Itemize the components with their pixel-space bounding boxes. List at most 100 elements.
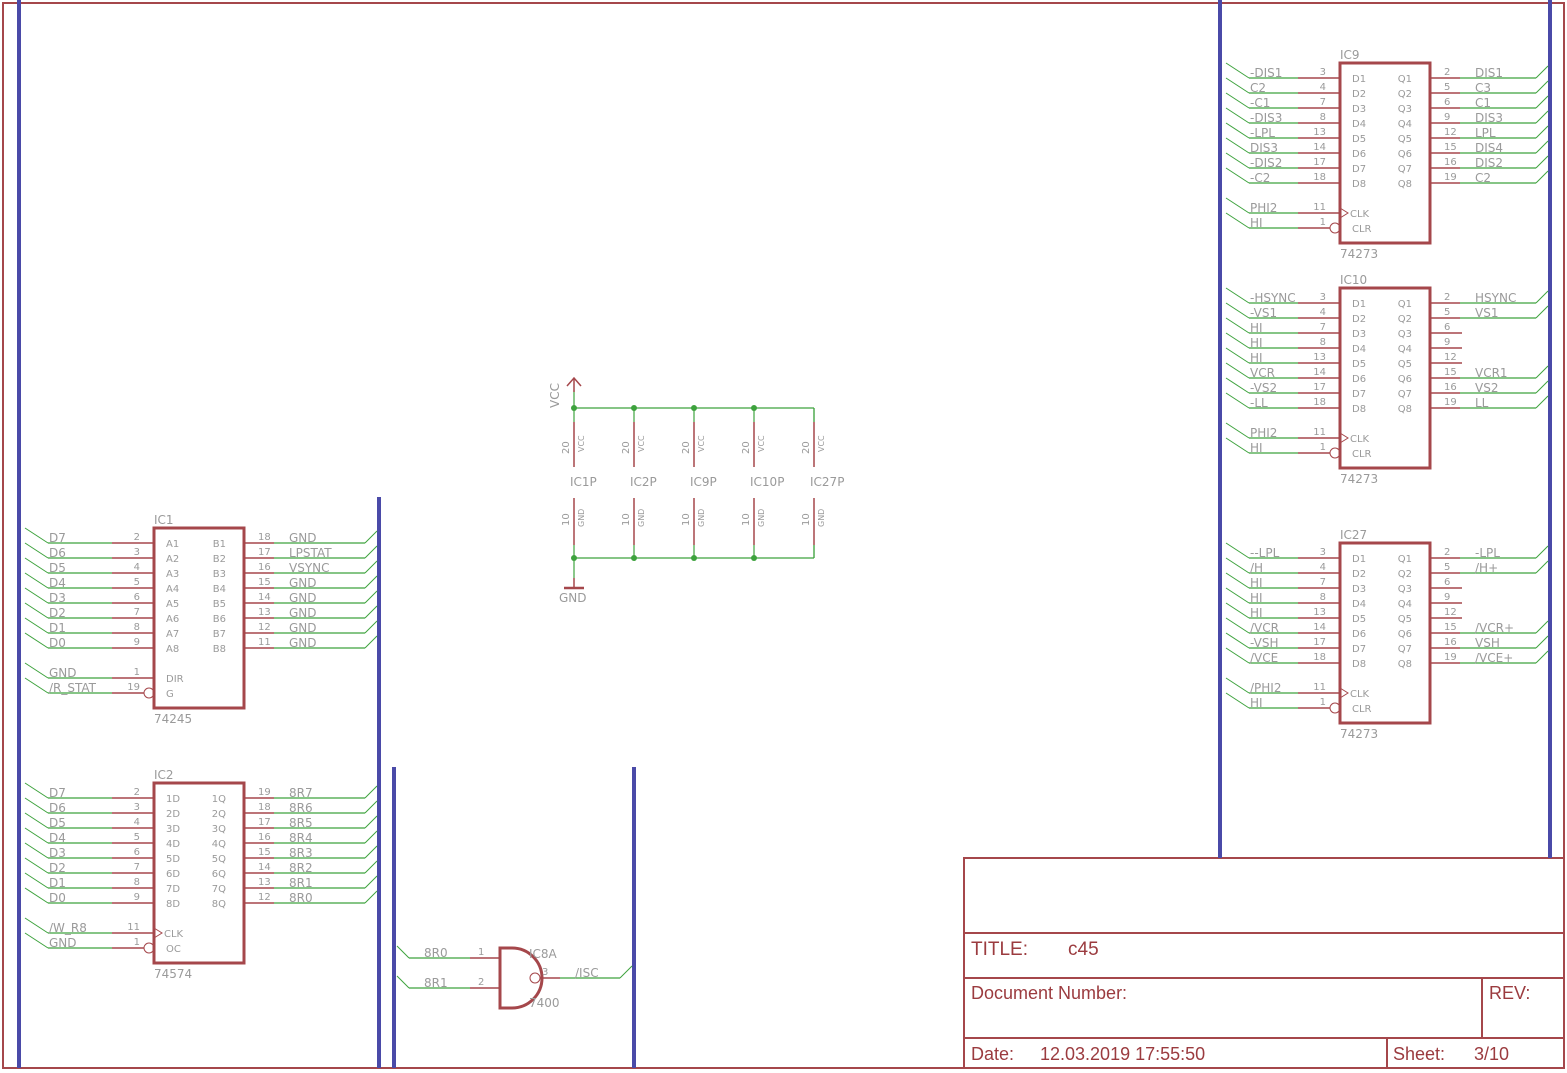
- bus-entry: [24, 677, 49, 694]
- pin-label: Q3: [1398, 104, 1412, 115]
- pin-label: Q2: [1398, 569, 1412, 580]
- chip-name: IC2: [154, 768, 174, 782]
- pin-label: B5: [213, 599, 226, 610]
- rev-label: REV:: [1489, 983, 1530, 1003]
- net-label: D1: [49, 876, 66, 890]
- net-label: 8R0: [424, 946, 448, 960]
- pin-number: 18: [258, 802, 271, 813]
- pin-label: Q5: [1398, 614, 1412, 625]
- net-label: /H: [1250, 561, 1263, 575]
- pin-number: 15: [258, 847, 271, 858]
- bus-entry: [364, 545, 378, 559]
- bus-entry: [1535, 95, 1549, 109]
- pin-label: Q6: [1398, 149, 1412, 160]
- pin-number: 18: [258, 532, 271, 543]
- pin-label: CLK: [164, 929, 184, 940]
- inverter-bubble: [529, 972, 541, 984]
- bus-entry: [396, 945, 410, 959]
- bus-entry: [1225, 422, 1250, 439]
- pin-label: D6: [1352, 629, 1366, 640]
- pin-number: 9: [1444, 337, 1450, 348]
- net-label: PHI2: [1250, 201, 1277, 215]
- net-label: VS1: [1475, 306, 1498, 320]
- power-part-label: IC2P: [630, 475, 657, 489]
- pin-label: D8: [1352, 659, 1366, 670]
- pin-label: D3: [1352, 329, 1366, 340]
- pin-number: 4: [1320, 82, 1326, 93]
- gate-part-number: 7400: [529, 996, 560, 1010]
- pin-number: 1: [134, 667, 140, 678]
- net-label: VCR: [1250, 366, 1275, 380]
- pin-label: D7: [1352, 389, 1366, 400]
- pin-number: 17: [1313, 382, 1326, 393]
- pin-number: 5: [134, 577, 140, 588]
- pin-number: 3: [1320, 67, 1326, 78]
- pin-number: 1: [1320, 697, 1326, 708]
- gnd-pin-name: GND: [637, 509, 646, 527]
- gnd-pin-name: GND: [757, 509, 766, 527]
- net-label: /R_STAT: [49, 681, 97, 695]
- chip-ic10: IC10742733D1-HSYNC4D2-VS17D3HI8D4HI13D5H…: [1225, 273, 1549, 486]
- bus-entry: [1225, 692, 1250, 709]
- pin-label: 1D: [166, 794, 180, 805]
- net-label: C2: [1475, 171, 1491, 185]
- net-label: VS2: [1475, 381, 1498, 395]
- pin-number: 6: [134, 847, 140, 858]
- pin-d3: 7D3-C1: [1225, 92, 1366, 115]
- vcc-pin-number: 20: [801, 441, 812, 454]
- net-label: --LPL: [1250, 546, 1280, 560]
- net-label: GND: [289, 621, 317, 635]
- net-label: HI: [1250, 351, 1263, 365]
- net-label: D0: [49, 891, 66, 905]
- pin-label: 4Q: [212, 839, 226, 850]
- pin-label: D1: [1352, 299, 1366, 310]
- pin-number: 9: [1444, 112, 1450, 123]
- bus-entry: [364, 800, 378, 814]
- net-label: C3: [1475, 81, 1491, 95]
- pin-number: 18: [1313, 397, 1326, 408]
- pin-label: D5: [1352, 359, 1366, 370]
- vcc-pin-name: VCC: [577, 435, 586, 452]
- pin-label: B4: [213, 584, 226, 595]
- pin-number: 5: [1444, 307, 1450, 318]
- net-label: D4: [49, 831, 66, 845]
- chip-part-number: 74273: [1340, 727, 1378, 741]
- chip-name: IC1: [154, 513, 174, 527]
- pin-number: 15: [1444, 367, 1457, 378]
- pin-label: D2: [1352, 314, 1366, 325]
- net-label: HI: [1250, 576, 1263, 590]
- pin-label: Q8: [1398, 659, 1412, 670]
- pin-number: 4: [1320, 307, 1326, 318]
- bus-entry: [24, 587, 49, 604]
- pin-number: 13: [258, 877, 271, 888]
- net-label: DIS2: [1475, 156, 1503, 170]
- pin-number: 8: [1320, 337, 1326, 348]
- vcc-pin-number: 20: [741, 441, 752, 454]
- net-label: 8R5: [289, 816, 313, 830]
- net-label: /W_R8: [49, 921, 87, 935]
- pin-label: CLR: [1352, 704, 1372, 715]
- net-label: GND: [289, 591, 317, 605]
- net-label: PHI2: [1250, 426, 1277, 440]
- pin-number: 12: [258, 892, 271, 903]
- pin-number: 11: [1313, 682, 1326, 693]
- pin-label: Q5: [1398, 359, 1412, 370]
- bus-entry: [24, 842, 49, 859]
- bus-entry: [1535, 290, 1549, 304]
